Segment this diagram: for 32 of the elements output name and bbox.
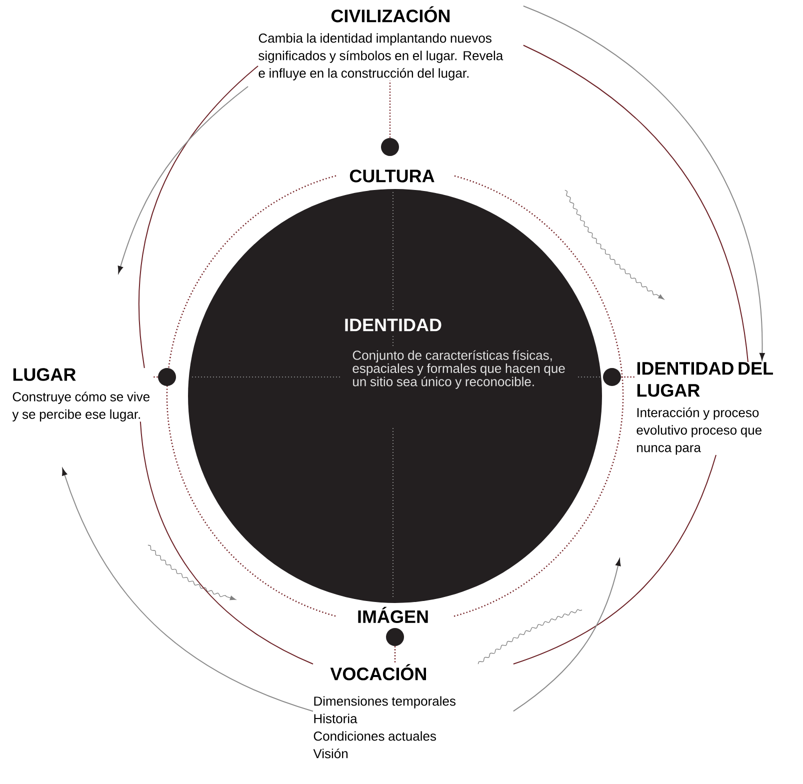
heading: IDENTIDAD [345, 318, 442, 332]
description: Conjunto de características físicas, espaciales y formales que hacen que un sitio sea único y reconocible. [352, 350, 565, 389]
heading: VOCACIÓN [330, 664, 426, 680]
connector [512, 454, 716, 664]
heading-label: CULTURA [350, 170, 434, 182]
dot [381, 138, 399, 156]
dotted-line [389, 80, 391, 138]
identity-circle [188, 189, 602, 603]
heading: IDENTIDAD DEL LUGAR [637, 362, 773, 397]
dotted-line [621, 376, 636, 378]
description: Interacción y proceso evolutivo proceso que nunca para [636, 408, 762, 455]
arrow [512, 558, 621, 712]
connector [138, 65, 258, 368]
connector [522, 44, 748, 362]
description: Cambia la identidad implantando nuevos significados y símbolos en el lugar. Revela e influye en la construcción del lugar. [258, 33, 504, 80]
dotted-line [394, 646, 396, 664]
heading-label: IMÁGEN [358, 606, 428, 624]
connector [140, 421, 314, 664]
heading: CIVILIZACIÓN [331, 6, 450, 22]
dot [158, 368, 176, 386]
dot [603, 368, 621, 386]
dot [386, 628, 404, 646]
description: Historia [314, 714, 358, 724]
heading: LUGAR [13, 368, 76, 381]
description: Condiciones actuales [314, 731, 436, 741]
description: Dimensiones temporales [314, 696, 456, 708]
description: Visión [313, 748, 348, 758]
dotted-line [152, 376, 158, 378]
description: Construye cómo se vive y se percibe ese lugar. [12, 392, 150, 422]
arrow [118, 86, 248, 274]
arrow [62, 468, 314, 712]
arrow [522, 5, 765, 360]
